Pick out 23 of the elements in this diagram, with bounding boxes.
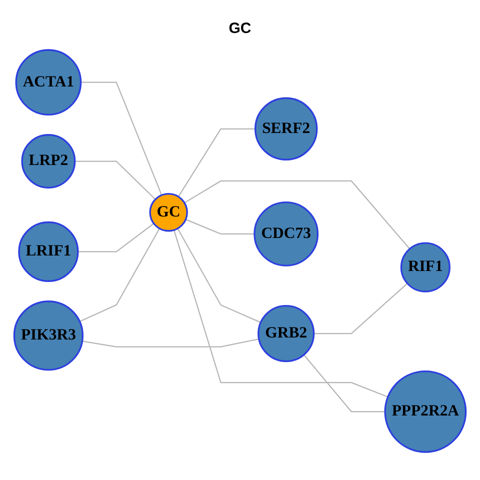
connector: [178, 128, 256, 197]
node-circle: GC: [149, 192, 188, 232]
connector: [78, 223, 154, 252]
node-circle: PIK3R3: [13, 300, 84, 371]
connector: [79, 228, 160, 322]
connector: [303, 354, 386, 412]
node-circle: SERF2: [254, 97, 318, 160]
connector: [177, 228, 261, 323]
node-circle: ACTA1: [15, 49, 82, 116]
node-circle: LRP2: [21, 134, 76, 188]
connector: [82, 338, 260, 348]
node-circle: PPP2R2A: [384, 370, 467, 453]
connector: [185, 218, 254, 235]
chart-title: GC: [228, 20, 252, 37]
connector: [173, 230, 388, 398]
connector: [184, 180, 410, 250]
node-circle: RIF1: [400, 242, 450, 292]
node-circle: LRIF1: [18, 221, 79, 282]
node-circle: GRB2: [258, 305, 315, 362]
connector: [80, 82, 162, 196]
node-circle: CDC73: [254, 201, 319, 266]
connector: [74, 160, 156, 200]
connector: [314, 283, 408, 334]
